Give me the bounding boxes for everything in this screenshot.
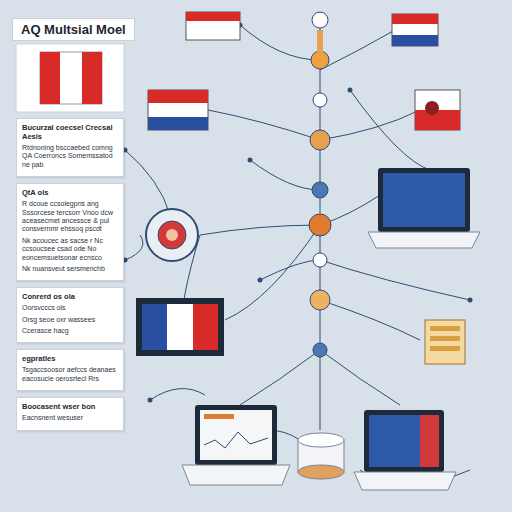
text-panel: Conrerd os olaOorsvcccs olsOrsg seoe oxr… — [16, 287, 124, 343]
flag-top-right — [392, 14, 438, 46]
laptop-chart — [182, 405, 290, 485]
flag-mid-left — [148, 90, 208, 130]
laptop-right — [368, 168, 480, 248]
laptop-flag — [354, 410, 456, 490]
flag-card — [16, 44, 124, 112]
text-panel: egpratlesTsgaccsoosor aefccs deanaes eac… — [16, 349, 124, 391]
panel-body: Tsgaccsoosor aefccs deanaes eacosucie oe… — [22, 366, 118, 383]
gear-icon — [146, 209, 198, 261]
flag-top — [186, 12, 240, 40]
panel-heading: QtA ols — [22, 188, 118, 197]
panel-body: Orsg seoe oxr wassees — [22, 316, 118, 324]
flag-right — [415, 90, 460, 130]
diagram-title: AQ Multsial Moel — [12, 18, 135, 41]
panel-heading: Bucurzal coecsel Crecsal Aesis — [22, 123, 118, 141]
panel-body: Oorsvcccs ols — [22, 304, 118, 312]
panel-body: Rtdnoning bsccaebed comng QA Coerroncs S… — [22, 144, 118, 169]
panel-body: Nk acoucec as sacse r Nc ccsoucsee csad … — [22, 237, 118, 262]
chain-nodes — [309, 12, 331, 357]
panel-body: R dcoue ccsolegpns ang Sssorcese tercsor… — [22, 200, 118, 234]
panel-heading: Conrerd os ola — [22, 292, 118, 301]
panel-heading: Boocasent wser bon — [22, 402, 118, 411]
network-lines — [125, 20, 470, 485]
monitor-flag — [136, 298, 224, 356]
server-icon — [425, 320, 465, 364]
panel-body: Nk nuansveut sersmenchb — [22, 265, 118, 273]
text-panel: QtA ols R dcoue ccsolegpns ang Sssorcese … — [16, 183, 124, 281]
database-cylinder — [298, 433, 344, 479]
text-panel: Boocasent wser bonEacnsnent wesuser — [16, 397, 124, 430]
panel-heading: egpratles — [22, 354, 118, 363]
network-dots — [123, 23, 473, 403]
text-panel: Bucurzal coecsel Crecsal AesisRtdnoning … — [16, 118, 124, 177]
panel-body: Eacnsnent wesuser — [22, 414, 118, 422]
panel-body: Ccerasce hacg — [22, 327, 118, 335]
